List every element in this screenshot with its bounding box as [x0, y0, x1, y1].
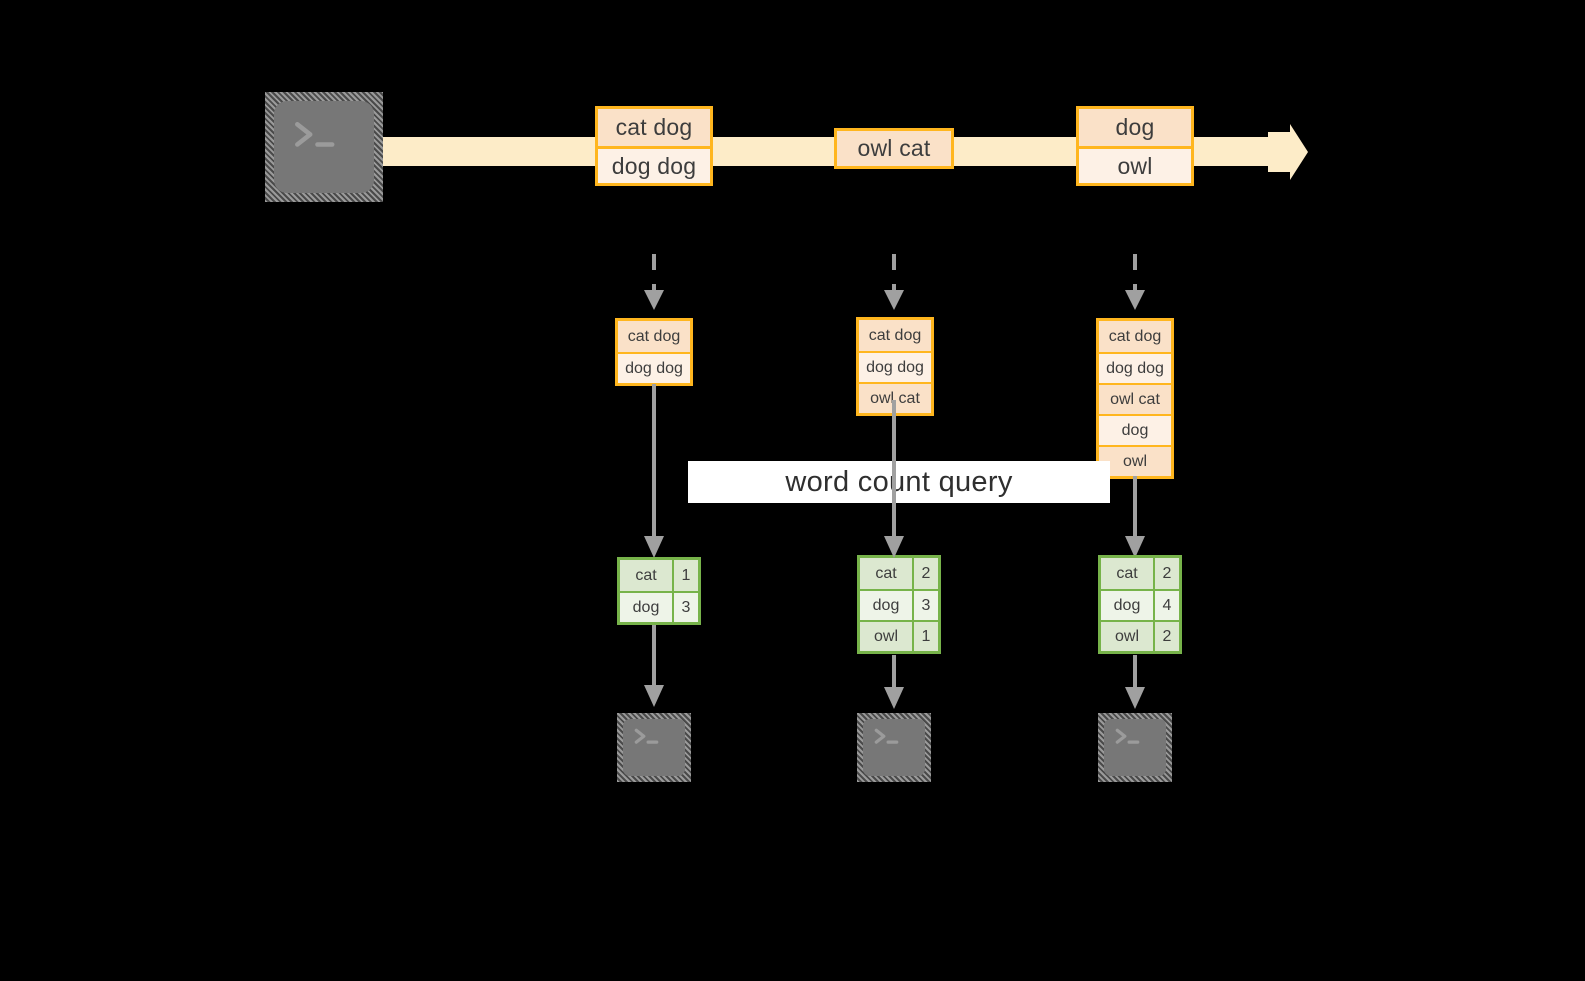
- stream-record-line: owl cat: [837, 131, 951, 166]
- result-count: 1: [912, 622, 938, 651]
- snapshot-line: dog: [1099, 414, 1171, 445]
- snapshot-line: owl cat: [1099, 383, 1171, 414]
- snapshot-line: dog dog: [859, 351, 931, 382]
- result-word: owl: [860, 622, 912, 651]
- stream-record-line: owl: [1079, 146, 1191, 183]
- table-row: cat 2: [860, 558, 938, 589]
- prompt-glyph-icon: [632, 726, 664, 750]
- sink-terminal-icon-3[interactable]: [1098, 713, 1172, 782]
- terminal-body: [1104, 719, 1166, 776]
- prompt-glyph-icon: [290, 117, 345, 158]
- table-row: cat 2: [1101, 558, 1179, 589]
- table-row: dog 4: [1101, 589, 1179, 620]
- query-connector-1: [640, 384, 668, 562]
- query-connector-3: [1121, 476, 1149, 562]
- table-row: dog 3: [860, 589, 938, 620]
- result-table-1[interactable]: cat 1 dog 3: [617, 557, 701, 625]
- result-count: 2: [912, 558, 938, 589]
- query-label: word count query: [785, 465, 1013, 498]
- stream-record-line: dog dog: [598, 146, 710, 183]
- stream-record-group-3[interactable]: dog owl: [1076, 106, 1194, 186]
- terminal-body: [623, 719, 685, 776]
- snapshot-line: dog dog: [1099, 352, 1171, 383]
- stream-record-group-1[interactable]: cat dog dog dog: [595, 106, 713, 186]
- snapshot-line: cat dog: [618, 321, 690, 352]
- stream-tap-connector-2: [880, 252, 908, 318]
- snapshot-1[interactable]: cat dog dog dog: [615, 318, 693, 386]
- sink-connector-1: [640, 625, 668, 711]
- prompt-glyph-icon: [872, 726, 904, 750]
- result-count: 2: [1153, 622, 1179, 651]
- prompt-glyph-icon: [1113, 726, 1145, 750]
- query-connector-2: [880, 400, 908, 562]
- table-row: owl 1: [860, 620, 938, 651]
- result-table-2[interactable]: cat 2 dog 3 owl 1: [857, 555, 941, 654]
- table-row: dog 3: [620, 591, 698, 622]
- result-count: 3: [672, 593, 698, 622]
- result-word: dog: [1101, 591, 1153, 620]
- stream-tap-connector-1: [640, 252, 668, 318]
- stream-record-line: dog: [1079, 109, 1191, 146]
- result-count: 4: [1153, 591, 1179, 620]
- sink-terminal-icon-2[interactable]: [857, 713, 931, 782]
- snapshot-line: cat dog: [1099, 321, 1171, 352]
- result-word: dog: [860, 591, 912, 620]
- table-row: cat 1: [620, 560, 698, 591]
- snapshot-line: cat dog: [859, 320, 931, 351]
- terminal-body: [274, 101, 374, 193]
- sink-connector-3: [1121, 655, 1149, 713]
- result-word: owl: [1101, 622, 1153, 651]
- query-banner: word count query: [688, 461, 1110, 503]
- result-count: 2: [1153, 558, 1179, 589]
- result-count: 1: [672, 560, 698, 591]
- terminal-body: [863, 719, 925, 776]
- source-terminal-icon[interactable]: [265, 92, 383, 202]
- result-word: cat: [860, 558, 912, 589]
- result-table-3[interactable]: cat 2 dog 4 owl 2: [1098, 555, 1182, 654]
- snapshot-line: dog dog: [618, 352, 690, 383]
- result-word: cat: [620, 560, 672, 591]
- stream-record-line: cat dog: [598, 109, 710, 146]
- sink-connector-2: [880, 655, 908, 713]
- snapshot-line: owl: [1099, 445, 1171, 476]
- stream-tap-connector-3: [1121, 252, 1149, 318]
- result-word: dog: [620, 593, 672, 622]
- snapshot-2[interactable]: cat dog dog dog owl cat: [856, 317, 934, 416]
- stream-record-group-2[interactable]: owl cat: [834, 128, 954, 169]
- stream-arrowhead-icon: [1268, 124, 1308, 180]
- result-word: cat: [1101, 558, 1153, 589]
- sink-terminal-icon-1[interactable]: [617, 713, 691, 782]
- snapshot-3[interactable]: cat dog dog dog owl cat dog owl: [1096, 318, 1174, 479]
- table-row: owl 2: [1101, 620, 1179, 651]
- result-count: 3: [912, 591, 938, 620]
